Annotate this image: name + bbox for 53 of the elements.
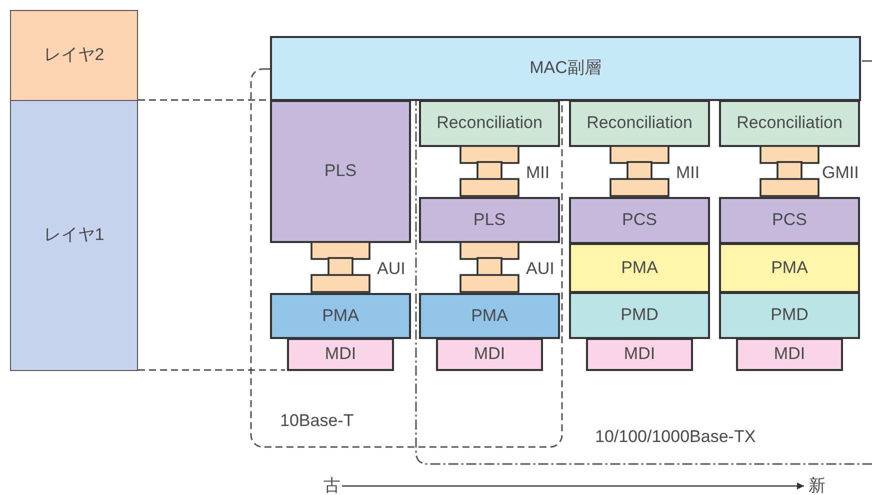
layer-box	[586, 338, 693, 371]
layer-label: PMA	[621, 258, 658, 278]
layer-label: レイヤ2	[44, 46, 104, 65]
layer-box	[719, 292, 860, 339]
layer-box	[569, 100, 710, 147]
layer-label: Reconciliation	[436, 114, 542, 133]
layer-label: PMA	[471, 306, 508, 326]
layer-box	[719, 197, 860, 244]
guide-line	[138, 369, 285, 371]
layer-label: Reconciliation	[736, 114, 842, 133]
layer-box	[419, 293, 560, 339]
layer-label: レイヤ1	[44, 226, 104, 245]
guide-line	[138, 99, 268, 101]
interface-label: AUI	[377, 260, 406, 277]
layer-box	[287, 338, 394, 371]
layer-box	[719, 100, 860, 147]
layer-box	[436, 338, 543, 371]
layer-label: MAC副層	[530, 59, 602, 78]
layer-label: PLS	[473, 210, 506, 230]
layer-box	[270, 100, 411, 243]
layer-box	[569, 197, 710, 244]
group-label: 10Base-T	[280, 412, 354, 429]
layer-box	[736, 338, 843, 371]
layer-label: MDI	[324, 345, 356, 364]
group-region	[415, 60, 872, 465]
layer-label: Reconciliation	[586, 114, 692, 133]
layer-box	[569, 243, 710, 293]
layer-label: PLS	[324, 162, 357, 181]
layer-box	[10, 100, 138, 371]
layer-label: PMA	[771, 258, 808, 278]
group-label: 10/100/1000Base-TX	[595, 428, 756, 445]
layer-box	[270, 293, 411, 339]
layer-label: MDI	[624, 345, 656, 364]
layer-label: PMD	[770, 306, 808, 325]
interface-label: MII	[676, 164, 700, 181]
layer-label: PMA	[322, 306, 359, 326]
layer-box	[419, 100, 560, 147]
interface-label: GMII	[822, 164, 859, 181]
interface-label: MII	[526, 164, 550, 181]
layer-label: MDI	[474, 345, 506, 364]
layer-label: PMD	[620, 306, 658, 325]
layer-label: PCS	[772, 211, 807, 230]
layer-label: PCS	[622, 211, 657, 230]
interface-label: AUI	[526, 260, 554, 277]
layer-box	[719, 243, 860, 293]
layer-box	[419, 197, 560, 243]
axis-end-label: 古	[324, 476, 340, 495]
axis-end-label: 新	[808, 476, 826, 495]
arrow	[342, 482, 804, 490]
layer-box	[270, 36, 861, 101]
layer-label: MDI	[774, 345, 806, 364]
layer-box	[569, 292, 710, 339]
layer-box	[10, 10, 138, 101]
